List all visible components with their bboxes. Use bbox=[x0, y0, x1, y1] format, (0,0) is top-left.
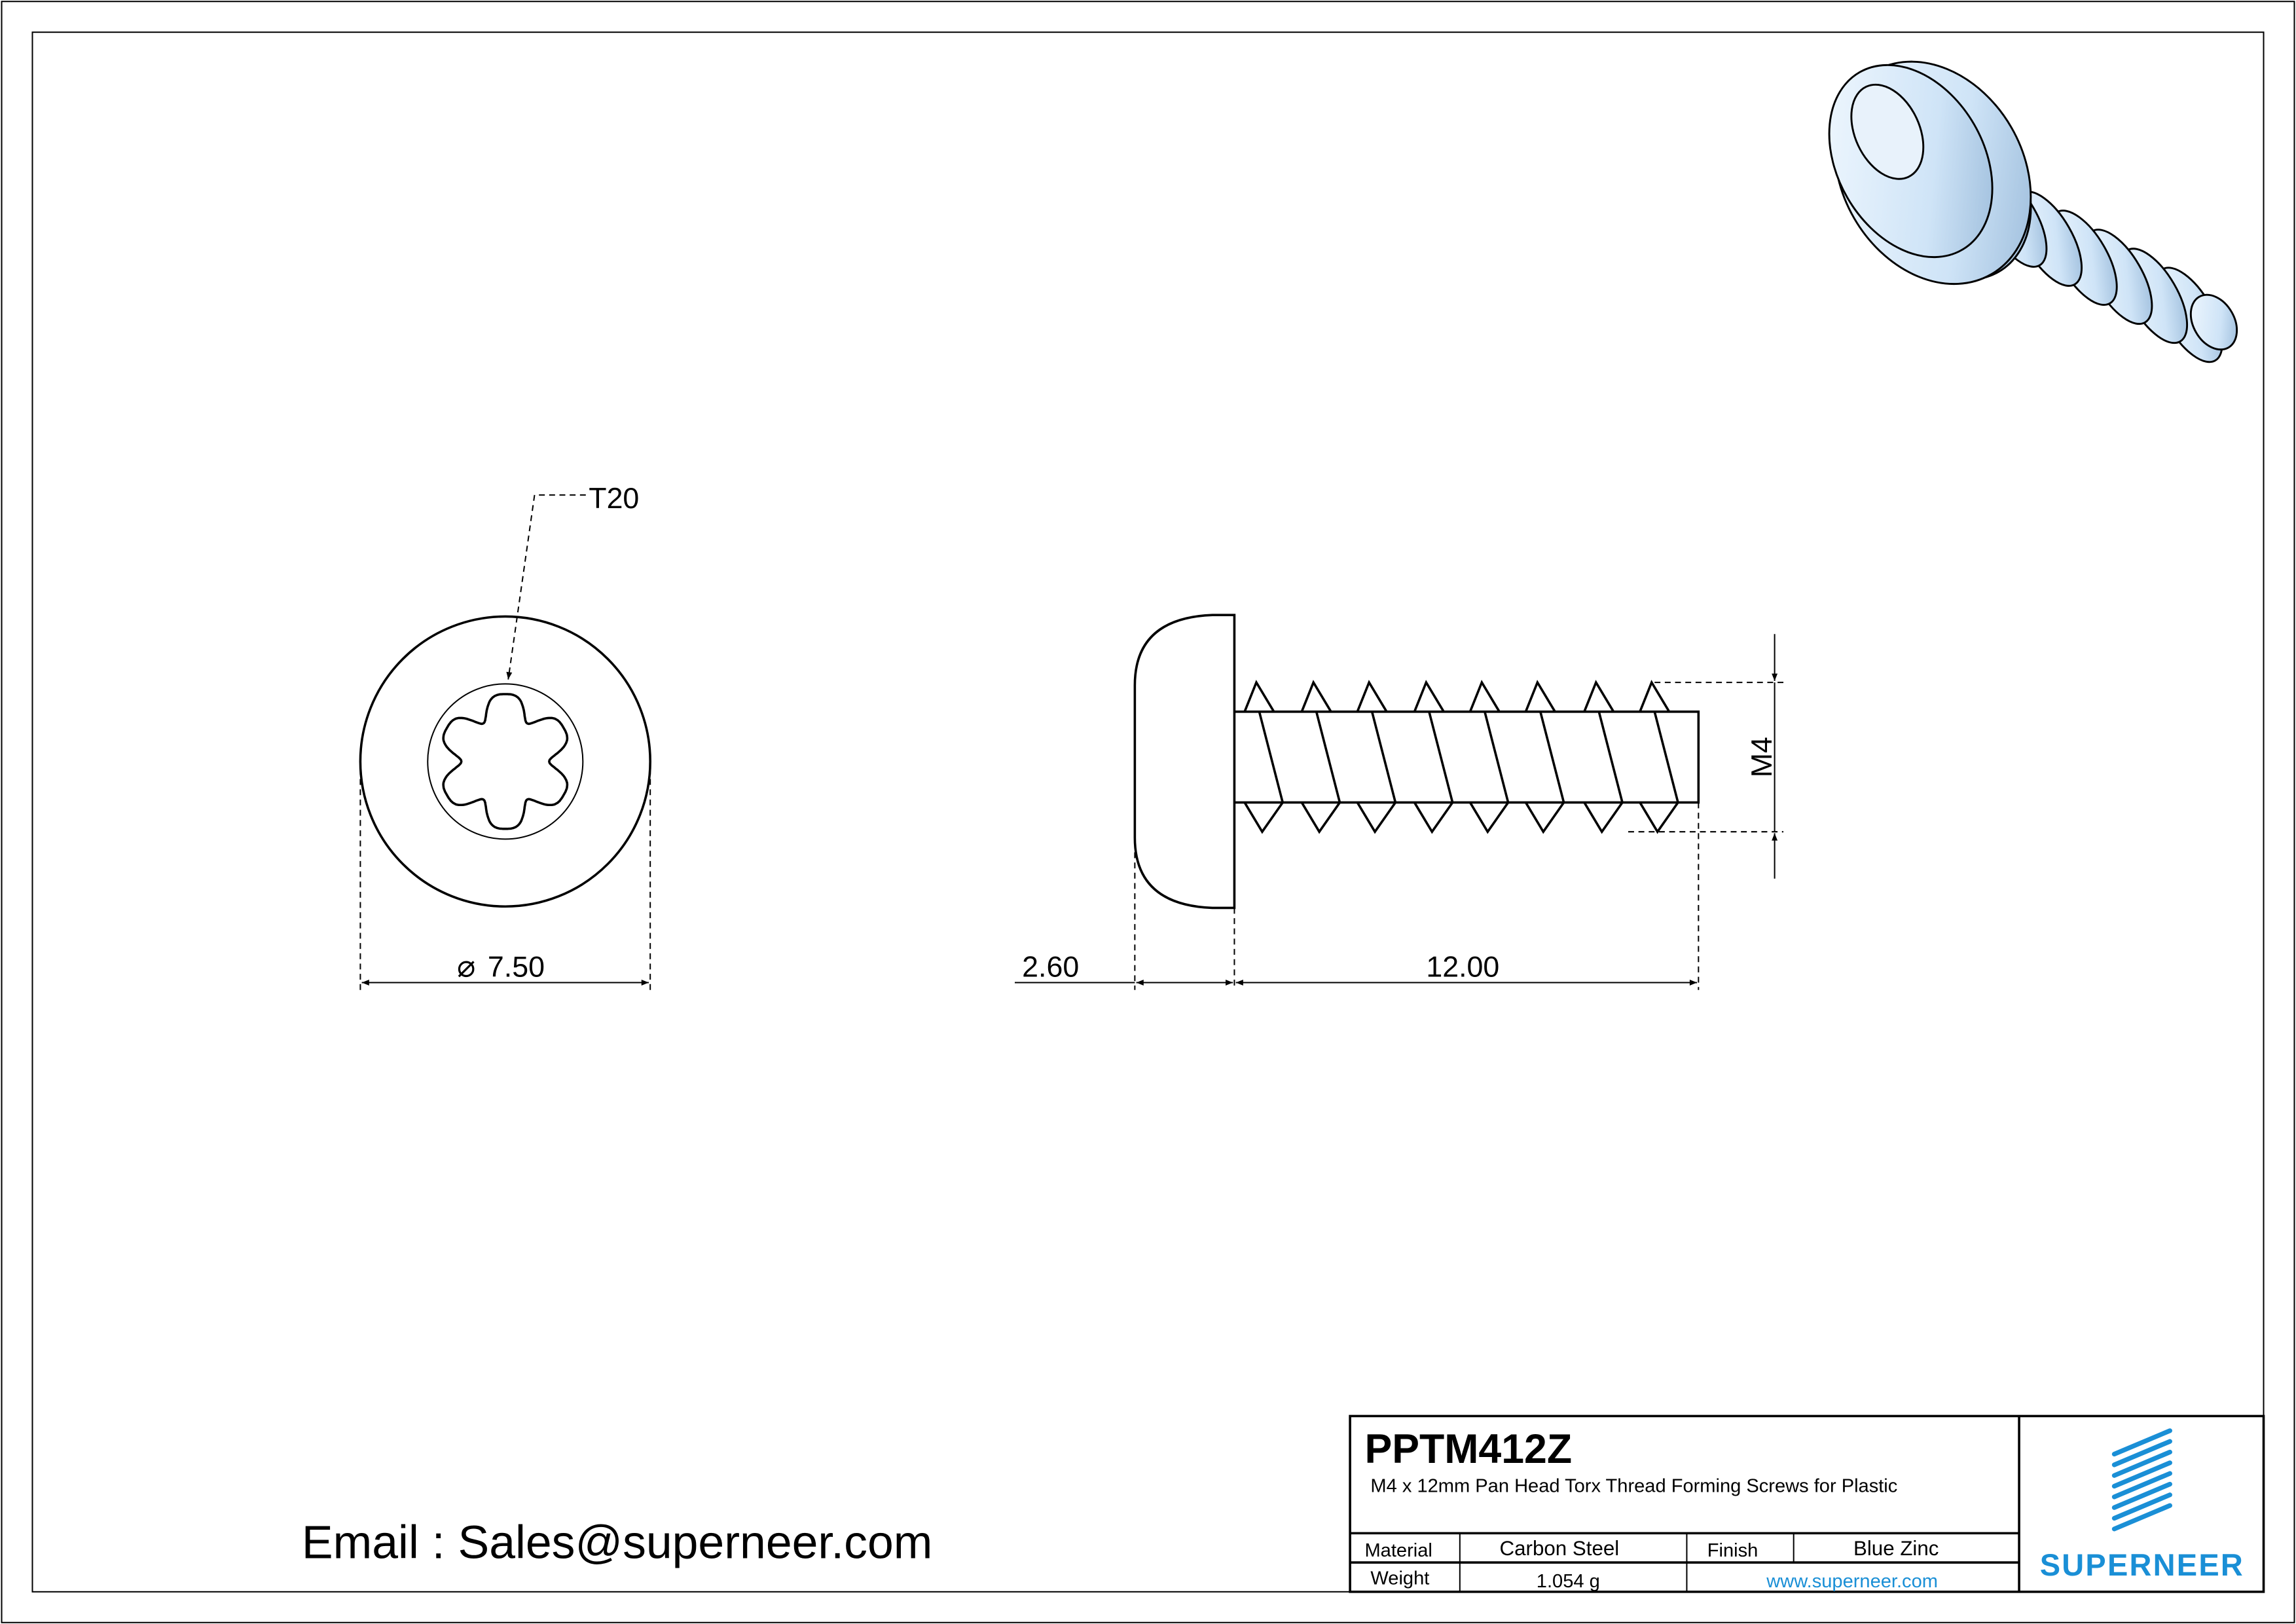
material-label: Material bbox=[1364, 1540, 1432, 1561]
superneer-logo-icon bbox=[2111, 1428, 2172, 1532]
part-number: PPTM412Z bbox=[1364, 1426, 1572, 1472]
logo-stripe bbox=[2111, 1460, 2172, 1489]
logo-stripe bbox=[2111, 1503, 2172, 1532]
inner-frame bbox=[31, 31, 2265, 1593]
part-description: M4 x 12mm Pan Head Torx Thread Forming S… bbox=[1370, 1476, 1897, 1497]
front-view: ⌀ 7.50 T20 bbox=[359, 483, 651, 990]
logo-wordmark: SUPERNEER bbox=[2040, 1547, 2244, 1582]
drive-size-label: T20 bbox=[589, 483, 639, 515]
head-height-dimension: 2.60 bbox=[1022, 951, 1079, 984]
screw-3d-render bbox=[1828, 60, 2238, 363]
finish-value: Blue Zinc bbox=[1853, 1537, 1939, 1560]
weight-label: Weight bbox=[1370, 1568, 1429, 1589]
contact-email[interactable]: Email : Sales@superneer.com bbox=[302, 1516, 932, 1568]
logo-stripe bbox=[2111, 1492, 2172, 1521]
diameter-dimension: 7.50 bbox=[488, 951, 545, 984]
length-dimension: 12.00 bbox=[1426, 951, 1499, 984]
diameter-symbol: ⌀ bbox=[457, 949, 475, 984]
logo-stripe bbox=[2111, 1481, 2172, 1510]
logo-stripe bbox=[2111, 1439, 2172, 1467]
finish-label: Finish bbox=[1707, 1540, 1758, 1561]
title-block: PPTM412Z M4 x 12mm Pan Head Torx Thread … bbox=[1349, 1414, 2265, 1593]
material-value: Carbon Steel bbox=[1500, 1537, 1620, 1560]
website-link[interactable]: www.superneer.com bbox=[1766, 1571, 1938, 1592]
logo-stripe bbox=[2111, 1449, 2172, 1478]
weight-value: 1.054 g bbox=[1537, 1571, 1600, 1592]
logo-stripe bbox=[2111, 1428, 2172, 1457]
logo-stripe bbox=[2111, 1471, 2172, 1500]
side-view: 2.60 12.00 M4 bbox=[1015, 614, 1784, 990]
thread-size-dimension: M4 bbox=[1746, 737, 1778, 777]
